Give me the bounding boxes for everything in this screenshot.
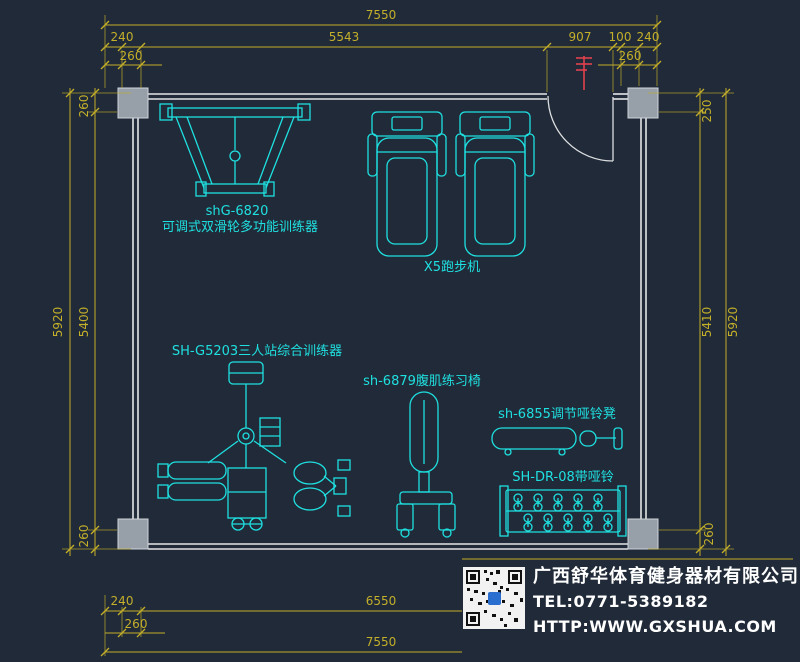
dimension-lines bbox=[69, 24, 727, 653]
dim-top-100: 100 bbox=[609, 30, 632, 44]
label-station: SH-G5203三人站综合训练器 bbox=[172, 344, 342, 359]
dim-bottom-overall: 7550 bbox=[366, 635, 397, 649]
dim-left-260-bottom: 260 bbox=[77, 525, 91, 548]
equipment-station bbox=[157, 361, 351, 531]
label-bench: sh-6855调节哑铃凳 bbox=[498, 406, 616, 422]
dim-left-5400: 5400 bbox=[77, 307, 91, 338]
column-top-right bbox=[627, 87, 659, 119]
company-tel: TEL:0771-5389182 bbox=[533, 592, 709, 611]
label-dumbbell-rack: SH-DR-08带哑铃 bbox=[512, 470, 613, 485]
company-info: 广西舒华体育健身器材有限公司 TEL:0771-5389182 HTTP:WWW… bbox=[533, 564, 799, 639]
dim-bottom-260: 260 bbox=[125, 617, 148, 631]
dim-top-240-left: 240 bbox=[111, 30, 134, 44]
company-website: HTTP:WWW.GXSHUA.COM bbox=[533, 617, 777, 636]
dim-top-260-left: 260 bbox=[120, 49, 143, 63]
dimension-ticks bbox=[65, 20, 731, 657]
dim-right-5410: 5410 bbox=[700, 307, 714, 338]
dim-top-260-right: 260 bbox=[619, 49, 642, 63]
dim-bottom-6550: 6550 bbox=[366, 594, 397, 608]
dim-right-outer-5920: 5920 bbox=[726, 307, 740, 338]
dim-right-260-bottom: 260 bbox=[702, 523, 716, 546]
equipment-ab-chair bbox=[396, 391, 456, 538]
door-marker-icon bbox=[576, 56, 592, 90]
dim-left-outer-5920: 5920 bbox=[51, 307, 65, 338]
door-swing-arc bbox=[547, 95, 614, 162]
column-bottom-right bbox=[627, 518, 659, 550]
label-multi-trainer-name: 可调式双滑轮多功能训练器 bbox=[162, 219, 318, 235]
column-top-left bbox=[117, 87, 149, 119]
walls bbox=[132, 93, 647, 550]
equipment-multi-trainer bbox=[159, 103, 311, 197]
label-multi-trainer-model: shG-6820 bbox=[206, 204, 269, 219]
company-name: 广西舒华体育健身器材有限公司 bbox=[533, 566, 799, 587]
dim-top-907: 907 bbox=[569, 30, 592, 44]
column-bottom-left bbox=[117, 518, 149, 550]
qr-logo bbox=[488, 592, 501, 605]
label-ab-chair: sh-6879腹肌练习椅 bbox=[363, 373, 481, 389]
dim-bottom-240: 240 bbox=[111, 594, 134, 608]
equipment-dumbbell-rack bbox=[499, 485, 627, 537]
equipment-treadmill-2 bbox=[455, 111, 535, 257]
dim-top-240-right: 240 bbox=[637, 30, 660, 44]
dim-top-overall: 7550 bbox=[366, 8, 397, 22]
extension-lines bbox=[62, 15, 734, 656]
dim-top-5543: 5543 bbox=[329, 30, 360, 44]
equipment-bench bbox=[491, 427, 623, 456]
door bbox=[547, 95, 614, 162]
dim-left-260-top: 260 bbox=[77, 95, 91, 118]
dumbbells bbox=[513, 493, 613, 532]
qr-code bbox=[463, 567, 525, 629]
label-treadmill: X5跑步机 bbox=[424, 260, 480, 275]
dim-right-250: 250 bbox=[700, 100, 714, 123]
equipment-treadmill-1 bbox=[367, 111, 447, 257]
